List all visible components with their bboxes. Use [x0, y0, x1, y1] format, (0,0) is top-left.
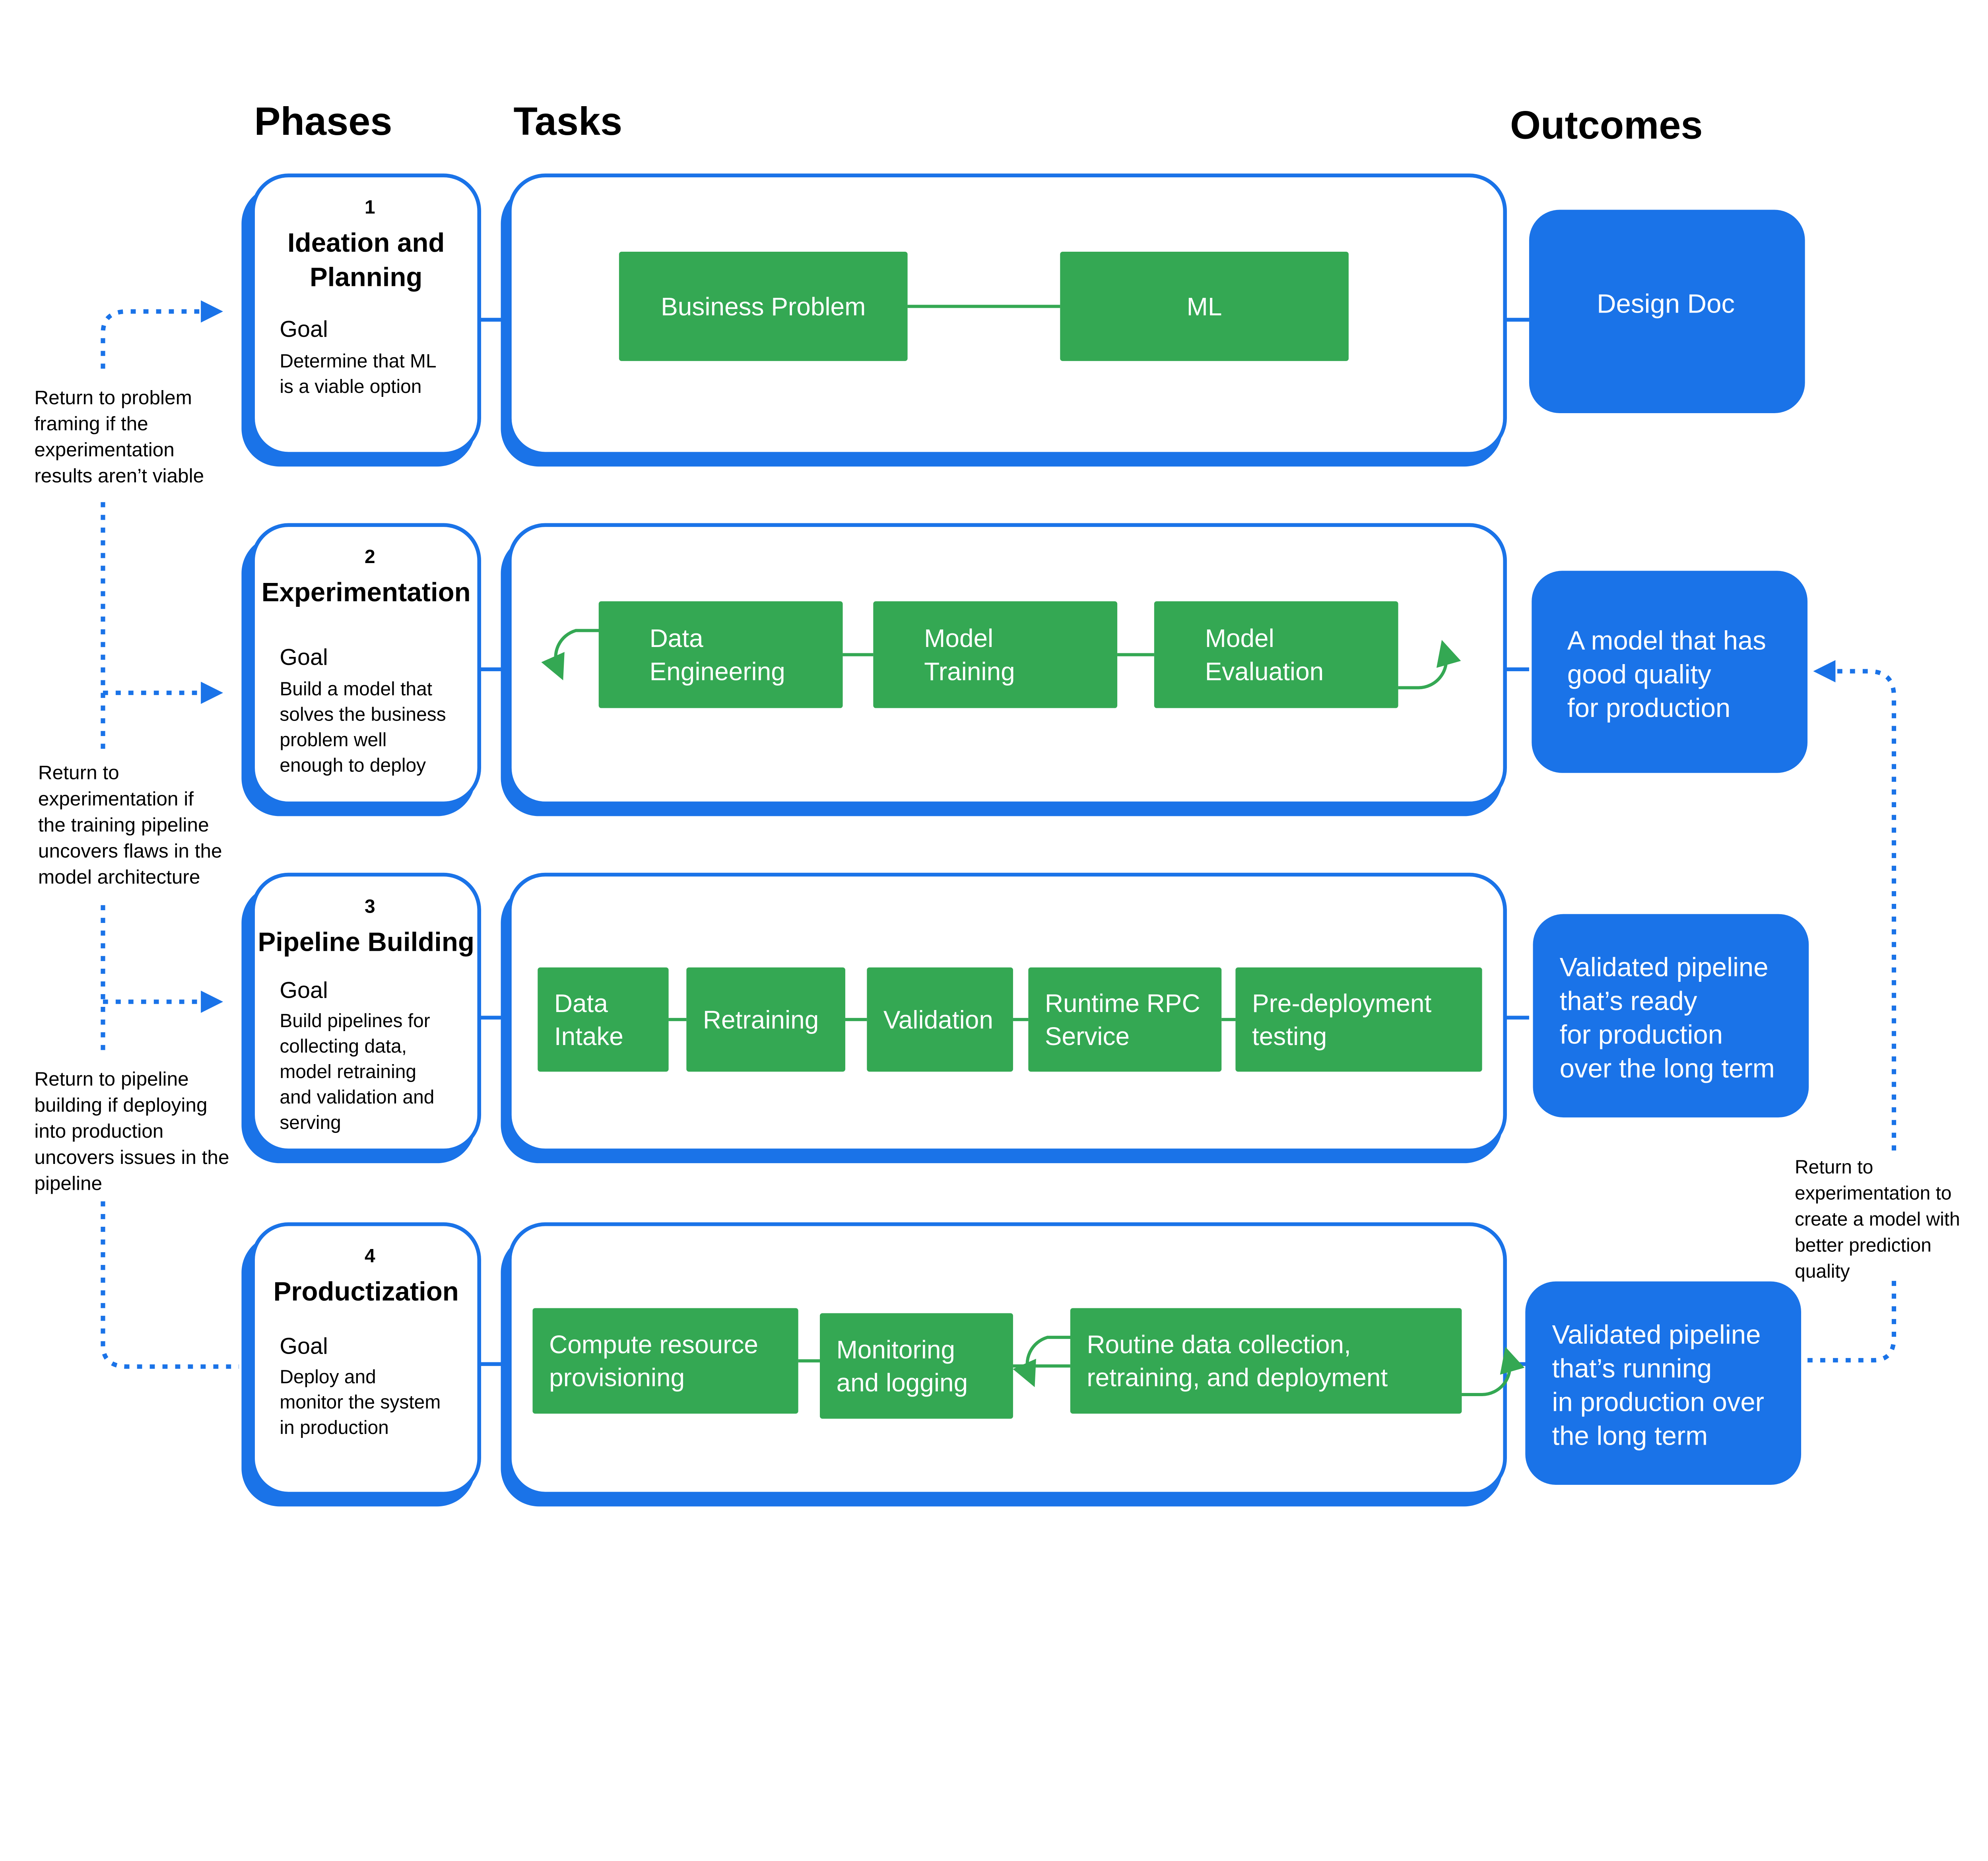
task-box [1154, 601, 1398, 708]
phase-card [251, 173, 481, 456]
feedback-path [1807, 1277, 1897, 1363]
feedback-path [101, 1201, 239, 1369]
task-label: Retraining [703, 1005, 819, 1034]
task-box [873, 601, 1118, 708]
task-box [619, 251, 908, 361]
task-label: Routine data collection,retraining, and … [1087, 1330, 1388, 1392]
loop-arrow-left [1013, 1336, 1073, 1387]
outcomes-header: Outcomes [1510, 103, 1703, 147]
task-box [1235, 967, 1482, 1072]
task-box [1028, 967, 1222, 1072]
loop-arrow-right [1398, 640, 1461, 690]
task-label: Business Problem [661, 292, 866, 321]
phase-number: 1 [365, 197, 375, 218]
tasks-header: Tasks [514, 99, 623, 144]
phase-card [251, 1222, 481, 1496]
task-box [538, 967, 669, 1072]
task-box [867, 967, 1013, 1072]
loop-arrow-left [541, 629, 602, 680]
phase-number: 2 [365, 546, 375, 567]
task-box [598, 601, 843, 708]
task-box [820, 1313, 1013, 1419]
phase-number: 4 [365, 1246, 375, 1267]
task-label: ML [1187, 292, 1222, 321]
phase-title: Pipeline Building [258, 927, 474, 957]
outcome-label: Design Doc [1597, 289, 1735, 319]
phase-card [251, 523, 481, 806]
outcome-card [1525, 1281, 1802, 1485]
task-box [1060, 251, 1349, 361]
outcome-card [1532, 571, 1808, 773]
goal-label: Goal [280, 645, 328, 670]
phase-card [251, 872, 481, 1153]
phase-title: Experimentation [262, 577, 471, 607]
phase-title: Productization [274, 1276, 459, 1306]
goal-label: Goal [280, 1334, 328, 1359]
outcome-card [1533, 914, 1809, 1118]
task-box [532, 1308, 798, 1414]
feedback-path [101, 300, 223, 369]
task-box [1070, 1308, 1462, 1414]
goal-label: Goal [280, 978, 328, 1003]
outcome-card [1529, 210, 1805, 414]
task-panel [508, 173, 1507, 456]
phase-number: 3 [365, 896, 375, 917]
goal-label: Goal [280, 317, 328, 342]
loop-arrow-right [1462, 1346, 1525, 1397]
phases-header: Phases [254, 99, 392, 144]
feedback-path [1813, 660, 1897, 1151]
task-label: Validation [883, 1005, 993, 1034]
task-box [686, 967, 845, 1072]
